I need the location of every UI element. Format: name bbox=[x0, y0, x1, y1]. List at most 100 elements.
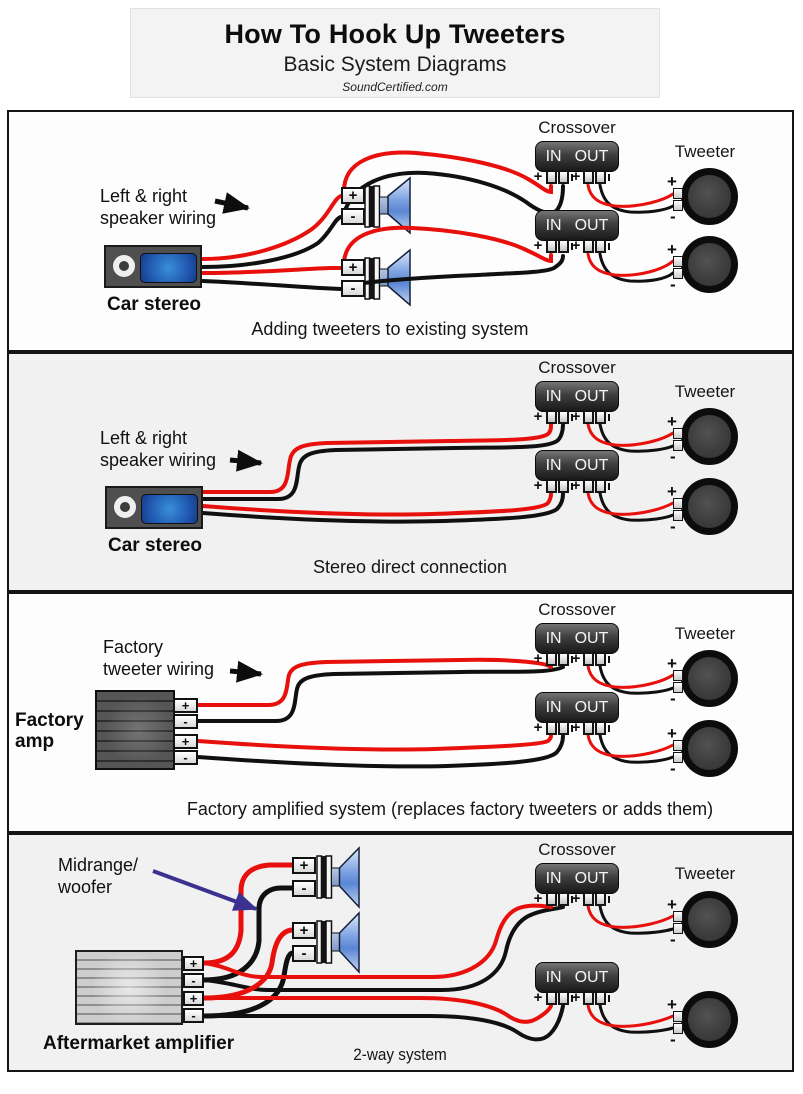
crossover-out-positive-terminal bbox=[583, 170, 594, 184]
speaker-positive-terminal: + bbox=[341, 187, 365, 204]
crossover-in-negative-terminal bbox=[558, 410, 569, 424]
panel1-negative-wires bbox=[201, 170, 675, 291]
speaker-negative-terminal: - bbox=[292, 945, 316, 962]
midrange-woofer-label: Midrange/ woofer bbox=[58, 855, 139, 897]
crossover-body: IN OUT bbox=[535, 141, 619, 172]
crossover-out-positive-terminal bbox=[583, 652, 594, 666]
tweeter-plus-label: + bbox=[667, 172, 677, 191]
tweeter-positive-terminal bbox=[673, 188, 683, 199]
crossover-label: Crossover bbox=[538, 358, 616, 377]
crossover-out-negative-terminal bbox=[595, 410, 606, 424]
midrange-pointer-arrow-icon bbox=[152, 869, 258, 911]
midrange-speaker-graphic bbox=[316, 846, 360, 909]
crossover-in-positive-terminal bbox=[546, 410, 557, 424]
wiring-label: Factory tweeter wiring bbox=[103, 637, 215, 679]
tweeter-negative-terminal bbox=[673, 510, 683, 521]
minus-tick-icon bbox=[608, 414, 610, 421]
aftermarket-amplifier bbox=[75, 950, 183, 1025]
crossover-out-negative-terminal bbox=[595, 479, 606, 493]
minus-tick-icon bbox=[571, 174, 573, 181]
stereo-knob-icon bbox=[113, 255, 135, 277]
tweeter-label: Tweeter bbox=[674, 382, 736, 401]
crossover-out-negative-terminal bbox=[595, 991, 606, 1005]
tweeter-negative-terminal bbox=[673, 682, 683, 693]
minus-tick-icon bbox=[571, 414, 573, 421]
crossover-in-negative-terminal bbox=[558, 892, 569, 906]
minus-tick-icon bbox=[571, 896, 573, 903]
speaker-negative-terminal: - bbox=[341, 280, 365, 297]
minus-tick-icon bbox=[608, 483, 610, 490]
panel2-caption: Stereo direct connection bbox=[312, 557, 508, 577]
wiring-arrow-icon bbox=[229, 449, 263, 472]
panel-adding-tweeters bbox=[7, 110, 794, 352]
crossover-out-positive-terminal bbox=[583, 892, 594, 906]
crossover-out-negative-terminal bbox=[595, 892, 606, 906]
page-subtitle: Basic System Diagrams bbox=[283, 53, 507, 76]
minus-tick-icon bbox=[571, 656, 573, 663]
tweeter-positive-terminal bbox=[673, 670, 683, 681]
crossover-out-negative-terminal bbox=[595, 170, 606, 184]
speaker-negative-terminal: - bbox=[341, 208, 365, 225]
midrange-speaker-graphic bbox=[316, 911, 360, 974]
tweeter-positive-terminal bbox=[673, 740, 683, 751]
crossover-out-label: OUT bbox=[574, 147, 609, 165]
car-stereo bbox=[105, 486, 203, 529]
panel1-positive-wires bbox=[201, 150, 675, 277]
wiring-arrow-icon bbox=[214, 192, 250, 214]
amp-positive-terminal: + bbox=[173, 734, 198, 749]
tweeter-label: Tweeter bbox=[674, 624, 736, 643]
tweeter: + - bbox=[667, 720, 739, 778]
car-stereo-label: Car stereo bbox=[108, 535, 202, 556]
crossover-out-positive-terminal bbox=[583, 410, 594, 424]
factory-amp-label: Factory amp bbox=[15, 710, 84, 752]
tweeter-positive-terminal bbox=[673, 1011, 683, 1022]
minus-tick-icon bbox=[608, 725, 610, 732]
wiring-label: Left & right speaker wiring bbox=[100, 186, 217, 228]
panel4-positive-wires bbox=[201, 862, 675, 1028]
amp-negative-terminal: - bbox=[173, 714, 198, 729]
crossover-in-positive-terminal bbox=[546, 652, 557, 666]
crossover-unit: IN OUT + + bbox=[534, 141, 619, 184]
amp-positive-terminal: + bbox=[173, 698, 198, 713]
crossover-label: Crossover bbox=[538, 118, 616, 137]
crossover-in-negative-terminal bbox=[558, 991, 569, 1005]
amp-positive-terminal: + bbox=[183, 956, 204, 971]
stereo-display bbox=[140, 253, 197, 283]
crossover-label: Crossover bbox=[538, 600, 616, 619]
tweeter-positive-terminal bbox=[673, 256, 683, 267]
speaker-positive-terminal: + bbox=[292, 922, 316, 939]
tweeter-dome bbox=[688, 175, 731, 218]
minus-tick-icon bbox=[608, 174, 610, 181]
crossover-in-positive-terminal bbox=[546, 239, 557, 253]
crossover-in-negative-terminal bbox=[558, 721, 569, 735]
crossover-in-negative-terminal bbox=[558, 479, 569, 493]
crossover-label: Crossover bbox=[538, 840, 616, 859]
midrange-speaker-graphic bbox=[364, 176, 411, 235]
crossover-in-positive-terminal bbox=[546, 991, 557, 1005]
crossover-out-plus: + bbox=[571, 168, 581, 185]
speaker-positive-terminal: + bbox=[292, 857, 316, 874]
amp-negative-terminal: - bbox=[183, 1008, 204, 1023]
crossover-in-label: IN bbox=[545, 147, 562, 165]
panel3-negative-wires bbox=[196, 664, 675, 769]
tweeter: + - bbox=[667, 650, 739, 708]
aftermarket-amplifier-label: Aftermarket amplifier bbox=[43, 1033, 235, 1054]
tweeter: + - bbox=[667, 408, 739, 466]
tweeter-minus-label: - bbox=[670, 207, 676, 226]
tweeter: + - bbox=[667, 168, 739, 226]
amp-negative-terminal: - bbox=[173, 750, 198, 765]
panel3-caption: Factory amplified system (replaces facto… bbox=[186, 799, 714, 819]
wiring-arrow-icon bbox=[229, 660, 263, 683]
stereo-display bbox=[141, 494, 198, 524]
crossover-out-negative-terminal bbox=[595, 652, 606, 666]
header-box: How To Hook Up Tweeters Basic System Dia… bbox=[130, 8, 660, 98]
crossover-in-positive-terminal bbox=[546, 721, 557, 735]
amp-positive-terminal: + bbox=[183, 991, 204, 1006]
crossover-in-positive-terminal bbox=[546, 479, 557, 493]
